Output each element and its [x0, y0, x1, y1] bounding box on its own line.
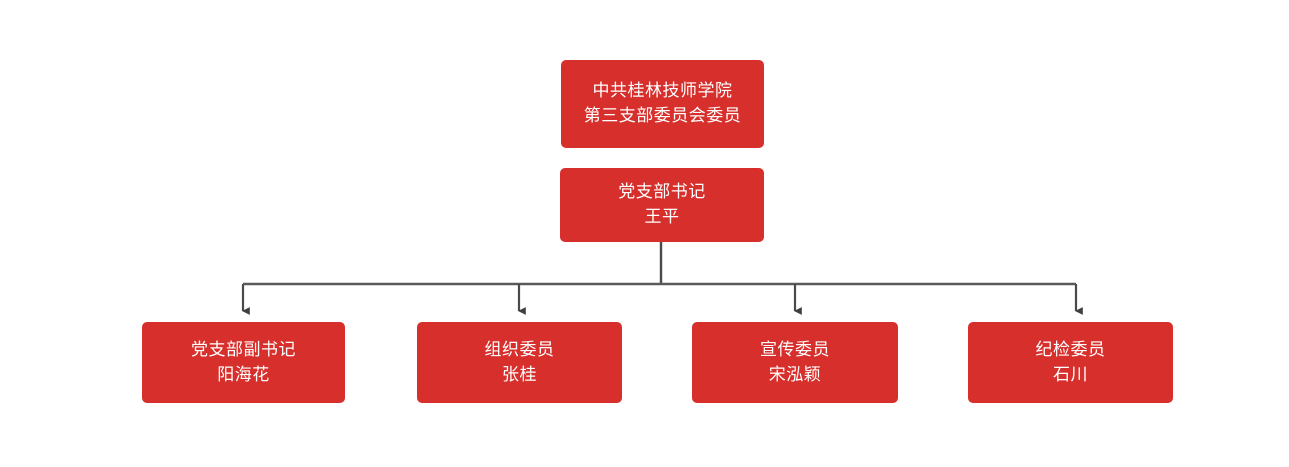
org-node-secretary-name: 王平	[644, 207, 680, 226]
org-node-secretary-role: 党支部书记	[618, 182, 706, 202]
org-node-discipline-member[interactable]: 纪检委员 石川	[968, 322, 1173, 403]
org-node-role: 宣传委员	[760, 339, 830, 359]
org-node-title-line2: 第三支部委员会委员	[583, 106, 742, 125]
org-node-role: 党支部副书记	[191, 339, 296, 359]
org-node-name: 张桂	[502, 364, 537, 384]
org-node-publicity-member[interactable]: 宣传委员 宋泓颖	[692, 322, 898, 403]
org-node-role: 纪检委员	[1035, 339, 1106, 359]
org-node-name: 宋泓颖	[768, 364, 822, 384]
org-node-name: 阳海花	[217, 364, 270, 384]
org-node-organization-member[interactable]: 组织委员 张桂	[417, 322, 622, 403]
org-node-secretary[interactable]: 党支部书记 王平	[560, 168, 764, 242]
org-node-name: 石川	[1053, 364, 1088, 384]
org-node-title-line1: 中共桂林技师学院	[592, 81, 733, 101]
org-node-title[interactable]: 中共桂林技师学院 第三支部委员会委员	[561, 60, 764, 148]
org-node-deputy-secretary[interactable]: 党支部副书记 阳海花	[142, 322, 345, 403]
org-node-role: 组织委员	[484, 339, 555, 359]
